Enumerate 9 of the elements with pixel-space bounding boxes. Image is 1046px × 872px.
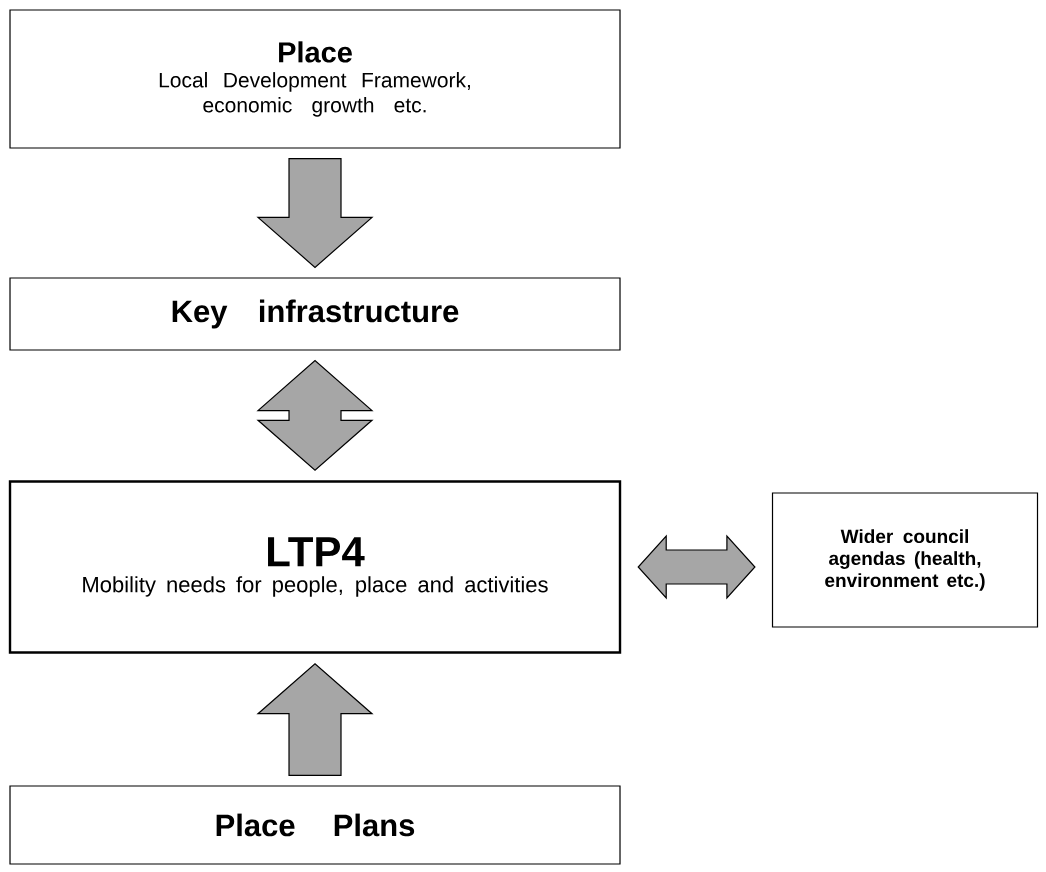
process-box: Key infrastructure — [9, 277, 621, 351]
process-box: Place Local Development Framework, economic growth etc. — [9, 9, 621, 149]
block-arrow — [256, 662, 374, 776]
process-box: Place Plans — [9, 785, 621, 865]
process-box: LTP4 Mobility needs for people, place and activities — [8, 480, 622, 654]
block-arrow — [256, 158, 374, 269]
block-arrow — [256, 359, 374, 472]
block-arrow — [637, 534, 756, 600]
process-box: Wider council agendas (health, environment etc.) — [771, 492, 1039, 628]
